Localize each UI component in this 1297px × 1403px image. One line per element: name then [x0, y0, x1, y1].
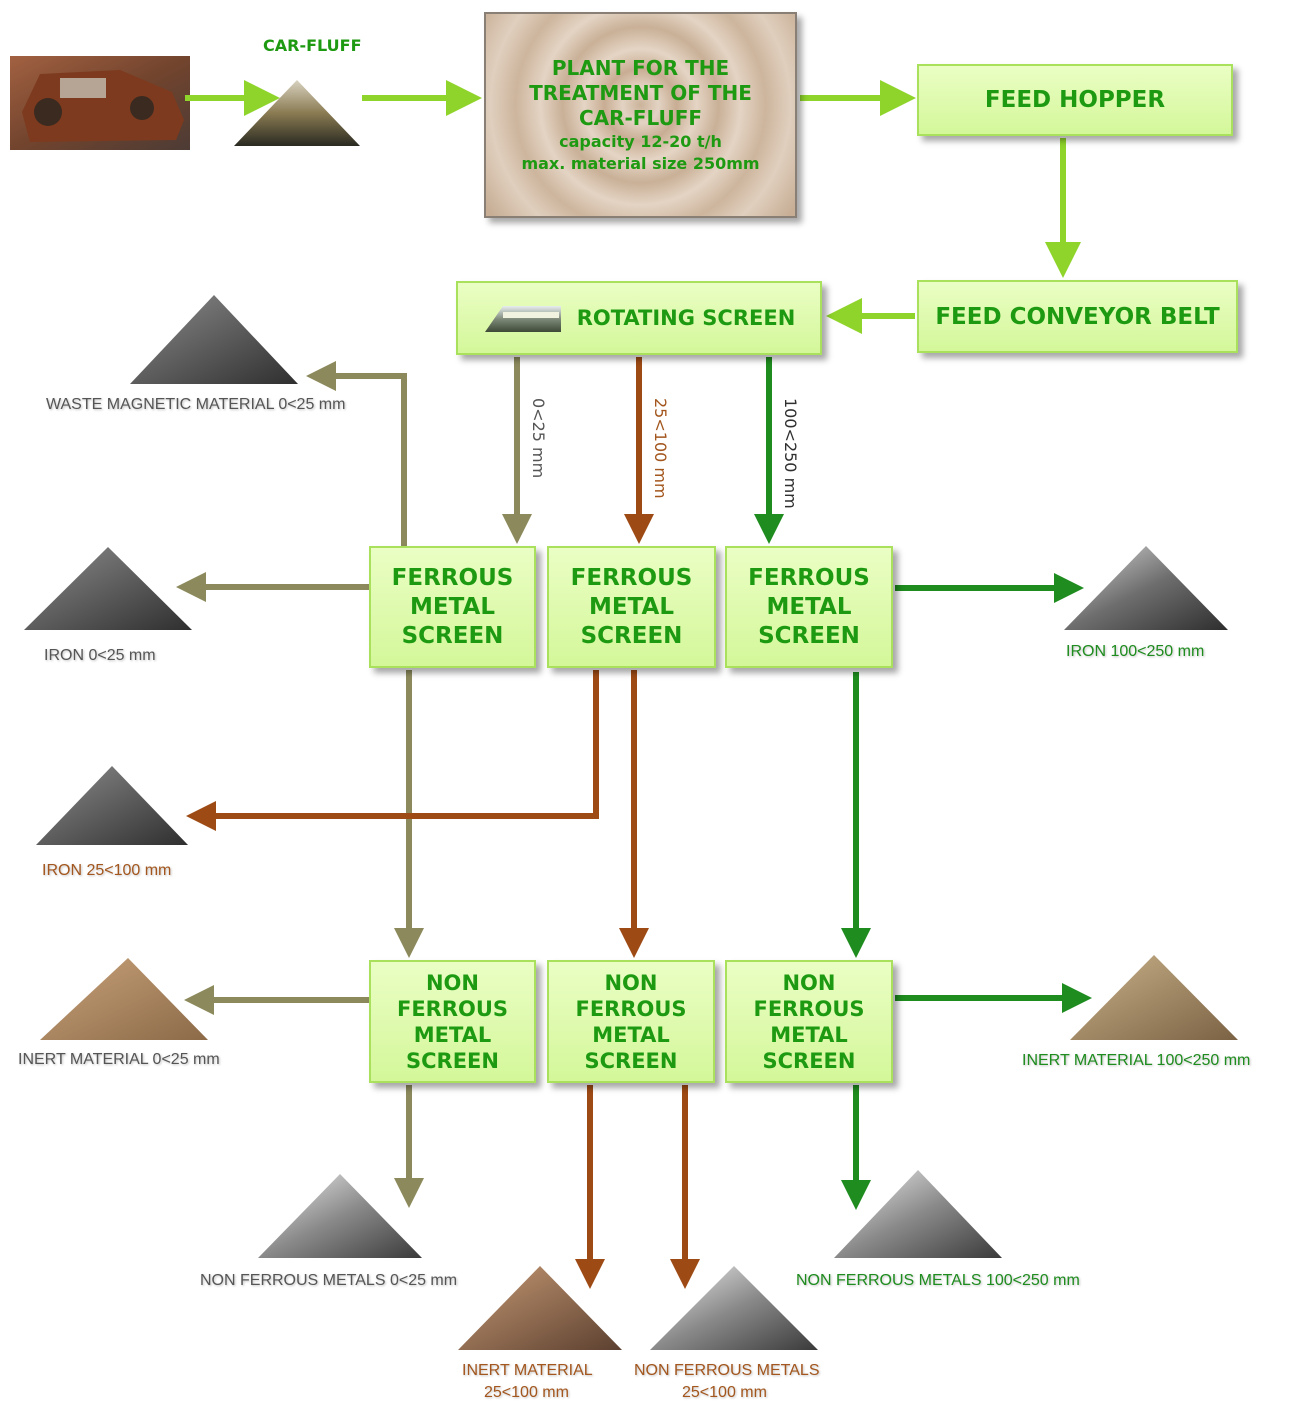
feed-conveyor-label: FEED CONVEYOR BELT — [935, 303, 1220, 330]
ferrous-screen-line1: FERROUS — [570, 564, 693, 591]
feed-hopper-box: FEED HOPPER — [917, 64, 1233, 136]
nonferrous-coarse-pile — [834, 1170, 1002, 1258]
nonferrous-screen-coarse: NON FERROUS METAL SCREEN — [725, 960, 893, 1083]
plant-title-line1: PLANT FOR THE — [551, 55, 730, 80]
nonferrous-medium-pile — [650, 1266, 818, 1350]
nonferrous-screen-fine: NON FERROUS METAL SCREEN — [369, 960, 536, 1083]
inert-fine-pile — [40, 958, 208, 1040]
nonferrous-medium-label-line1: NON FERROUS METALS — [634, 1362, 820, 1379]
nonferrous-screen-line4: SCREEN — [762, 1048, 856, 1073]
nonferrous-screen-line1: NON — [425, 970, 479, 995]
inert-medium-label-line2: 25<100 mm — [484, 1384, 569, 1401]
iron-fine-pile — [24, 547, 192, 630]
iron-medium-label: IRON 25<100 mm — [42, 862, 172, 879]
ferrous-screen-line2: METAL — [766, 593, 852, 620]
inert-coarse-pile — [1070, 955, 1238, 1040]
plant-capacity: capacity 12-20 t/h — [559, 131, 722, 151]
nonferrous-screen-line1: NON — [782, 970, 836, 995]
inert-coarse-label: INERT MATERIAL 100<250 mm — [1022, 1052, 1251, 1069]
nonferrous-screen-line2: FERROUS — [575, 996, 687, 1021]
nonferrous-screen-line3: METAL — [413, 1022, 492, 1047]
fraction-fine-label: 0<25 mm — [529, 398, 548, 479]
fraction-medium-label: 25<100 mm — [651, 398, 670, 499]
feed-conveyor-box: FEED CONVEYOR BELT — [917, 280, 1238, 353]
ferrous-screen-line3: SCREEN — [580, 622, 683, 649]
nonferrous-screen-medium: NON FERROUS METAL SCREEN — [547, 960, 715, 1083]
flow-iron-medium — [186, 670, 599, 831]
nonferrous-screen-line3: METAL — [770, 1022, 848, 1047]
feed-hopper-label: FEED HOPPER — [984, 87, 1166, 113]
car-fluff-pile — [234, 80, 360, 146]
ferrous-screen-line1: FERROUS — [391, 564, 514, 591]
iron-fine-label: IRON 0<25 mm — [44, 647, 156, 664]
car-image — [10, 56, 190, 150]
iron-coarse-pile — [1064, 546, 1228, 630]
ferrous-screen-line2: METAL — [589, 593, 674, 620]
plant-title-line2: TREATMENT OF THE — [529, 80, 752, 105]
ferrous-screen-line2: METAL — [410, 593, 495, 620]
inert-medium-pile — [458, 1266, 622, 1350]
flow-waste-magnetic — [306, 361, 407, 546]
nonferrous-screen-line4: SCREEN — [584, 1048, 678, 1073]
nonferrous-medium-label-line2: 25<100 mm — [682, 1384, 767, 1401]
ferrous-screen-line1: FERROUS — [748, 564, 870, 591]
ferrous-screen-line3: SCREEN — [401, 622, 504, 649]
nonferrous-fine-pile — [258, 1174, 422, 1258]
ferrous-screen-medium: FERROUS METAL SCREEN — [547, 546, 716, 668]
plant-max-size: max. material size 250mm — [521, 153, 760, 173]
waste-magnetic-pile — [130, 295, 298, 384]
nonferrous-screen-line2: FERROUS — [753, 996, 865, 1021]
waste-magnetic-label: WASTE MAGNETIC MATERIAL 0<25 mm — [46, 396, 346, 413]
iron-coarse-label: IRON 100<250 mm — [1066, 643, 1205, 660]
fraction-coarse-label: 100<250 mm — [781, 398, 800, 509]
nonferrous-screen-line1: NON — [604, 970, 658, 995]
nonferrous-screen-line4: SCREEN — [406, 1048, 499, 1073]
car-fluff-label: CAR-FLUFF — [263, 36, 362, 55]
treatment-plant-box: PLANT FOR THE TREATMENT OF THE CAR-FLUFF… — [484, 12, 797, 218]
nonferrous-screen-line2: FERROUS — [396, 996, 509, 1021]
rotating-screen-image — [484, 306, 561, 332]
nonferrous-fine-label: NON FERROUS METALS 0<25 mm — [200, 1272, 458, 1289]
nonferrous-screen-line3: METAL — [592, 1022, 670, 1047]
plant-title-line3: CAR-FLUFF — [578, 105, 703, 130]
ferrous-screen-coarse: FERROUS METAL SCREEN — [725, 546, 893, 668]
ferrous-screen-line3: SCREEN — [758, 622, 860, 649]
inert-medium-label-line1: INERT MATERIAL — [462, 1362, 593, 1379]
nonferrous-coarse-label: NON FERROUS METALS 100<250 mm — [796, 1272, 1080, 1289]
ferrous-screen-fine: FERROUS METAL SCREEN — [369, 546, 536, 668]
rotating-screen-label: ROTATING SCREEN — [576, 306, 796, 330]
rotating-screen-box: ROTATING SCREEN — [456, 281, 822, 355]
inert-fine-label: INERT MATERIAL 0<25 mm — [18, 1051, 220, 1068]
iron-medium-pile — [36, 766, 188, 845]
